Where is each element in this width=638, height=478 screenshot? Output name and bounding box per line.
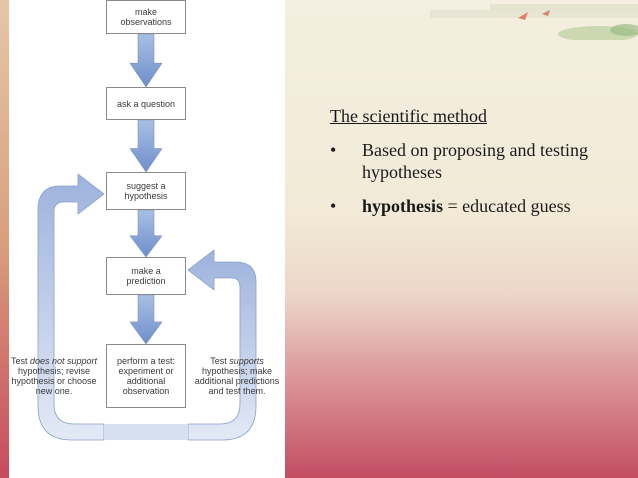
note-test-does-not-support: Test does not support hypothesis; revise… — [10, 356, 98, 396]
down-arrow-2 — [129, 119, 163, 173]
down-arrow-4 — [129, 294, 163, 345]
down-arrow-1 — [129, 33, 163, 88]
step-make-prediction: make a prediction — [106, 257, 186, 295]
decorative-bird-banner — [430, 4, 638, 40]
bullet-bold-term: hypothesis — [362, 196, 444, 216]
step-perform-test: perform a test: experiment or additional… — [106, 344, 186, 408]
bird-icon-2 — [542, 10, 550, 16]
note-test-supports: Test supports hypothesis; make additiona… — [194, 356, 280, 396]
step-make-observations: make observations — [106, 0, 186, 34]
bullet-text: hypothesis = educated guess — [362, 195, 622, 217]
down-arrow-3 — [129, 209, 163, 258]
right-loop-arrow — [187, 249, 257, 441]
bullet-marker: • — [330, 140, 337, 160]
bullet-item: • Based on proposing and testing hypothe… — [330, 139, 630, 183]
bullet-rest: = educated guess — [443, 196, 571, 216]
left-loop-arrow — [37, 173, 105, 441]
step-ask-question: ask a question — [106, 87, 186, 120]
slide-text: The scientific method • Based on proposi… — [330, 106, 630, 229]
step-suggest-hypothesis: suggest a hypothesis — [106, 172, 186, 210]
slide-left-border — [0, 0, 9, 478]
bullet-marker: • — [330, 196, 337, 216]
slide-title: The scientific method — [330, 106, 487, 126]
bullet-item: • hypothesis = educated guess — [330, 195, 630, 217]
bird-icon — [518, 12, 528, 20]
bullet-text: Based on proposing and testing hypothese… — [362, 140, 588, 182]
